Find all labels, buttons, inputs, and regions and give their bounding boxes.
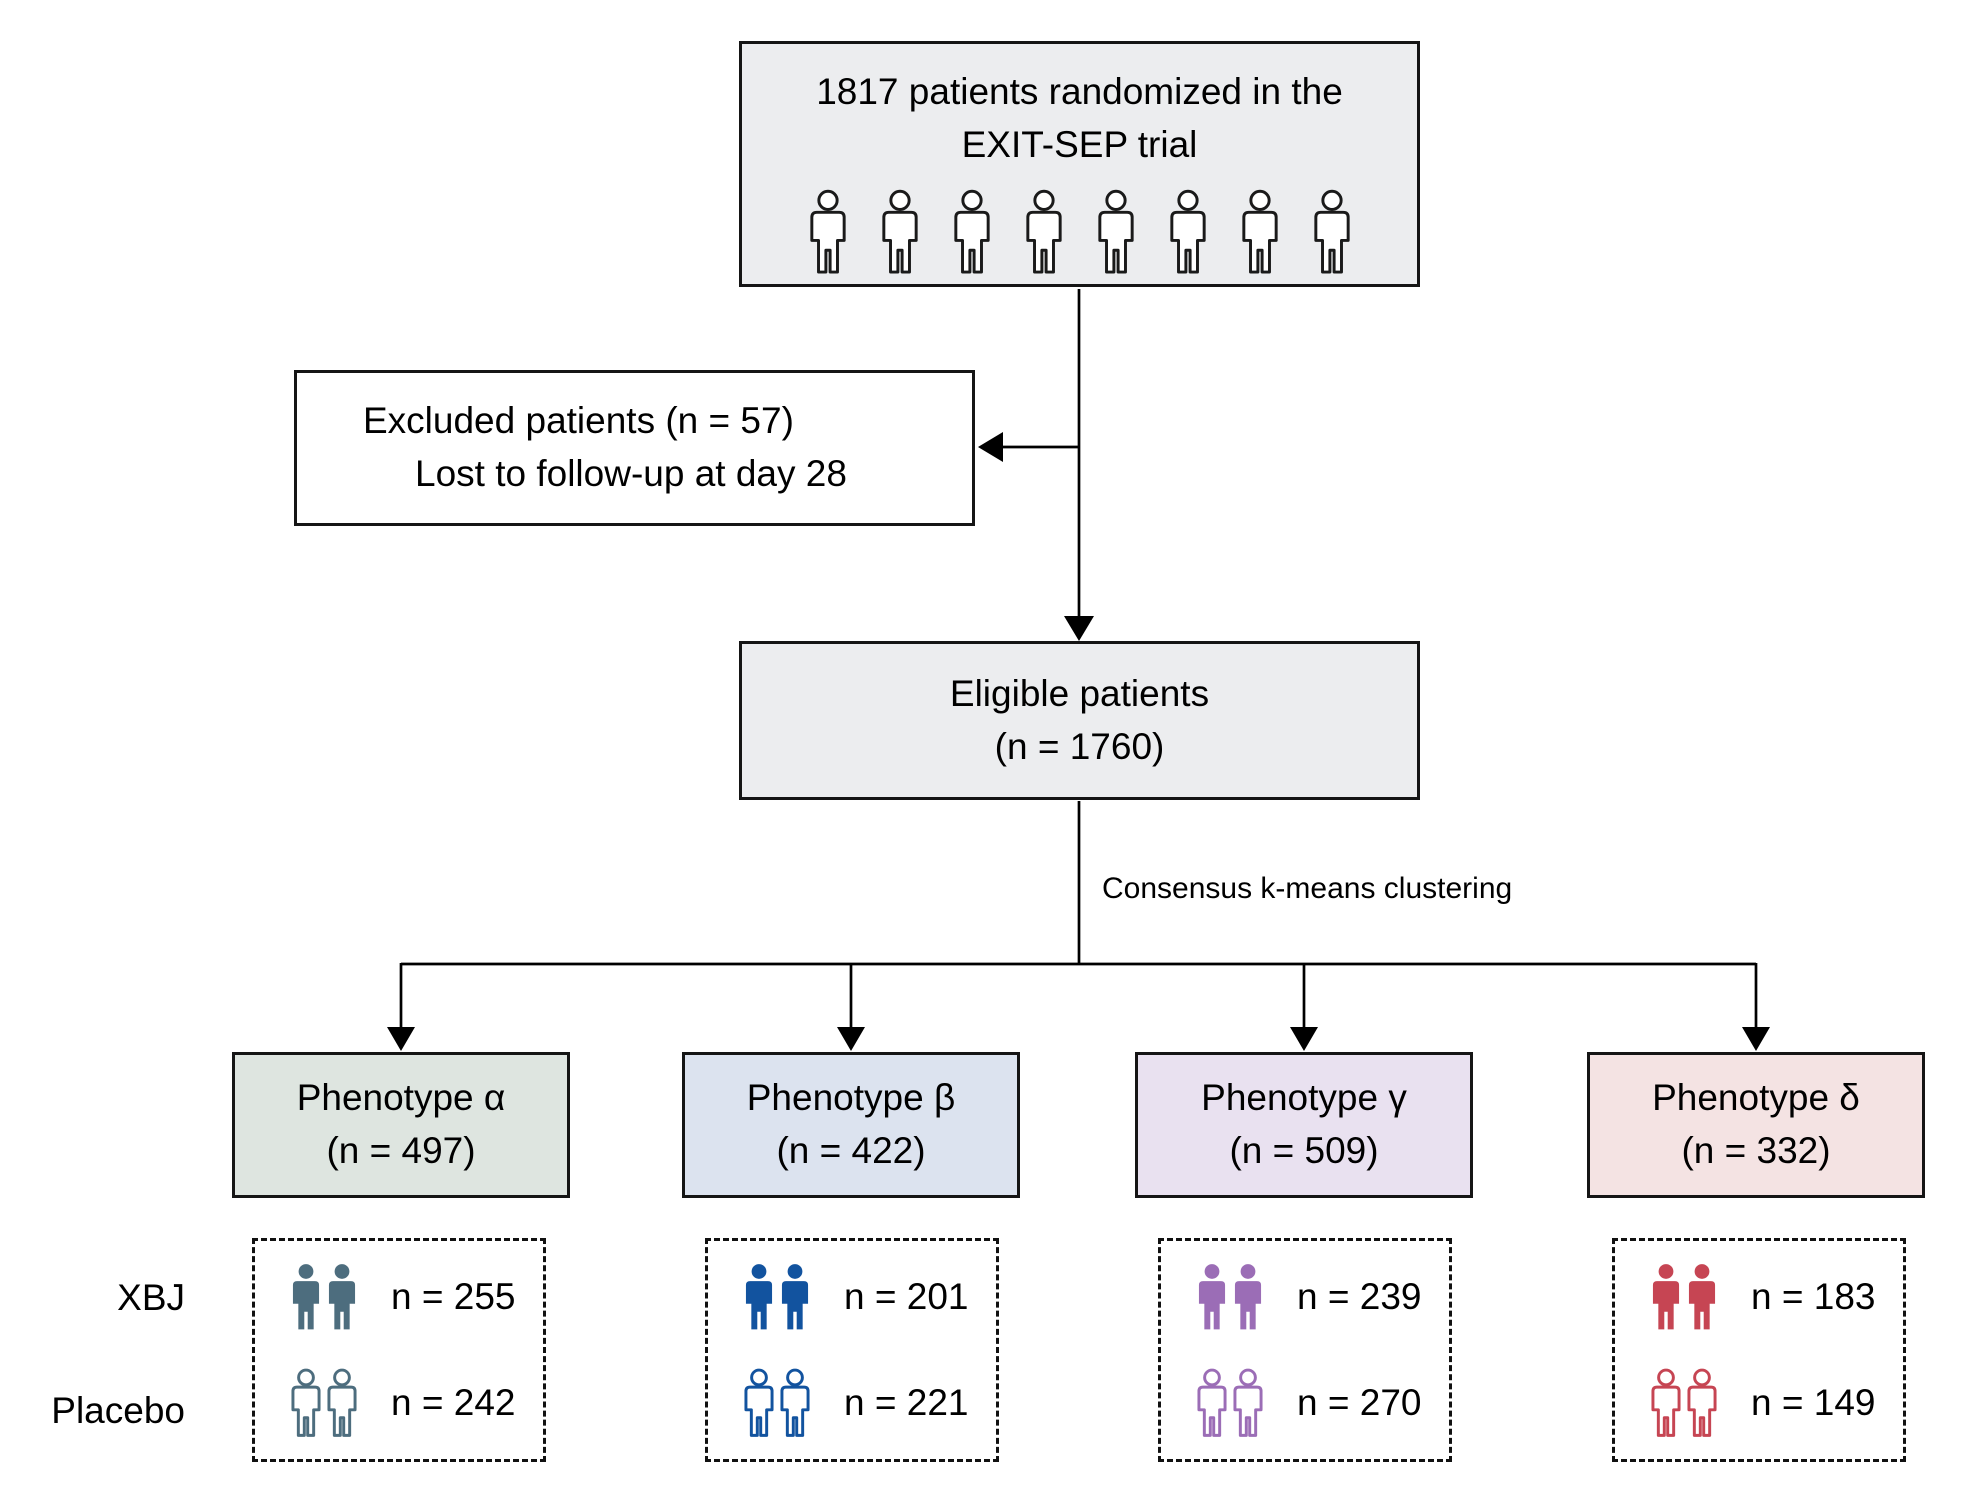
- arrowhead-down-eligible: [1064, 616, 1094, 641]
- eligible-box: Eligible patients (n = 1760): [739, 641, 1420, 800]
- placebo-count: n = 221: [844, 1382, 969, 1423]
- person-icon: [1313, 189, 1350, 274]
- person-icon: [881, 189, 918, 274]
- phenotype-beta-box: Phenotype β (n = 422): [682, 1052, 1020, 1198]
- placebo-count: n = 149: [1751, 1382, 1876, 1423]
- phenotype-alpha-box: Phenotype α (n = 497): [232, 1052, 570, 1198]
- placebo-row: n = 221: [738, 1357, 996, 1449]
- phenotype-gamma-label: Phenotype γ: [1201, 1077, 1407, 1119]
- randomized-line2: EXIT-SEP trial: [961, 123, 1198, 165]
- xbj-arm-label: XBJ: [117, 1277, 185, 1318]
- person-icon: [1169, 189, 1206, 274]
- xbj-count: n = 255: [391, 1276, 516, 1317]
- placebo-arm-label: Placebo: [51, 1390, 185, 1431]
- xbj-row: n = 201: [738, 1251, 996, 1343]
- xbj-row: n = 239: [1191, 1251, 1449, 1343]
- placebo-patients-icon: [1645, 1353, 1723, 1453]
- phenotype-gamma-n: (n = 509): [1229, 1130, 1379, 1171]
- xbj-count: n = 201: [844, 1276, 969, 1317]
- arrowhead-left-excluded: [978, 432, 1003, 462]
- xbj-row: n = 255: [285, 1251, 543, 1343]
- arrowhead-down-gamma: [1290, 1027, 1318, 1051]
- placebo-patients-icon: [285, 1353, 363, 1453]
- phenotype-delta-n: (n = 332): [1681, 1130, 1831, 1171]
- arrowhead-down-delta: [1742, 1027, 1770, 1051]
- randomized-patient-icons: [802, 181, 1358, 283]
- excluded-line2: Lost to follow-up at day 28: [415, 453, 847, 494]
- clustering-label: Consensus k-means clustering: [1102, 872, 1513, 905]
- person-icon: [1241, 189, 1278, 274]
- randomized-line1: 1817 patients randomized in the: [816, 71, 1343, 112]
- phenotype-beta-n: (n = 422): [776, 1130, 926, 1171]
- person-icon: [953, 189, 990, 274]
- eligible-line1: Eligible patients: [949, 672, 1210, 714]
- allocation-box-gamma: n = 239 n = 270: [1158, 1238, 1452, 1462]
- arrowhead-down-beta: [837, 1027, 865, 1051]
- xbj-count: n = 183: [1751, 1276, 1876, 1317]
- phenotype-delta-box: Phenotype δ (n = 332): [1587, 1052, 1925, 1198]
- phenotype-gamma-box: Phenotype γ (n = 509): [1135, 1052, 1473, 1198]
- allocation-box-beta: n = 201 n = 221: [705, 1238, 999, 1462]
- placebo-patients-icon: [738, 1353, 816, 1453]
- phenotype-alpha-label: Phenotype α: [296, 1077, 506, 1119]
- placebo-count: n = 270: [1297, 1382, 1422, 1423]
- allocation-box-alpha: n = 255 n = 242: [252, 1238, 546, 1462]
- xbj-patients-icon: [285, 1247, 363, 1347]
- allocation-box-delta: n = 183 n = 149: [1612, 1238, 1906, 1462]
- eligible-line2: (n = 1760): [994, 725, 1165, 767]
- person-icon: [1025, 189, 1062, 274]
- placebo-row: n = 149: [1645, 1357, 1903, 1449]
- person-icon: [1097, 189, 1134, 274]
- placebo-count: n = 242: [391, 1382, 516, 1423]
- xbj-patients-icon: [1645, 1247, 1723, 1347]
- xbj-count: n = 239: [1297, 1276, 1422, 1317]
- xbj-patients-icon: [738, 1247, 816, 1347]
- excluded-box: Excluded patients (n = 57) Lost to follo…: [294, 370, 975, 526]
- phenotype-alpha-n: (n = 497): [326, 1130, 476, 1171]
- phenotype-beta-label: Phenotype β: [746, 1077, 956, 1119]
- xbj-patients-icon: [1191, 1247, 1269, 1347]
- arrowhead-down-alpha: [387, 1027, 415, 1051]
- xbj-row: n = 183: [1645, 1251, 1903, 1343]
- person-icon: [809, 189, 846, 274]
- phenotype-delta-label: Phenotype δ: [1652, 1077, 1860, 1119]
- placebo-row: n = 270: [1191, 1357, 1449, 1449]
- placebo-row: n = 242: [285, 1357, 543, 1449]
- excluded-line1: Excluded patients (n = 57): [363, 400, 794, 442]
- placebo-patients-icon: [1191, 1353, 1269, 1453]
- randomized-box: 1817 patients randomized in the EXIT-SEP…: [739, 41, 1420, 287]
